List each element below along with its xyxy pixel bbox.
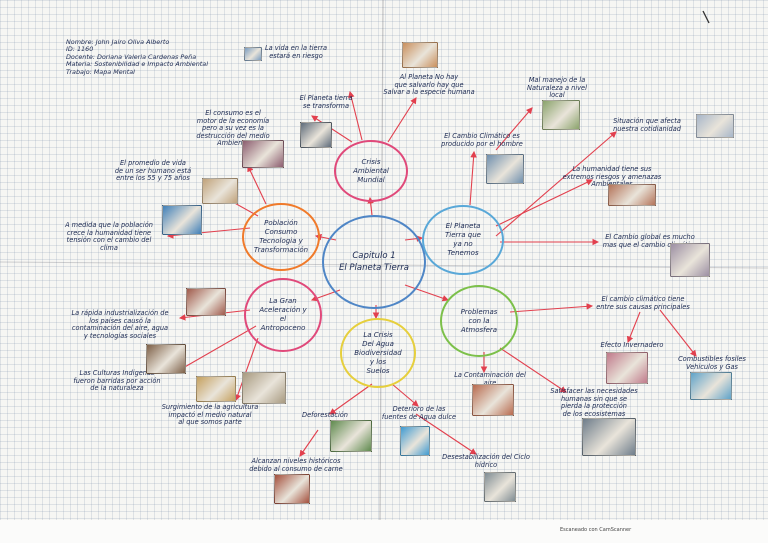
- photo-fire: [472, 384, 514, 416]
- student-name: Nombre: John Jairo Oliva Alberto: [66, 38, 170, 46]
- photo-water-cycle: [484, 472, 516, 502]
- scanner-footer: Escaneado con CamScanner: [560, 527, 632, 533]
- subject-name: Materia: Sostenibilidad e Impacto Ambien…: [66, 60, 208, 69]
- node-gran-aceleracion: La Gran Aceleración y el Antropoceno: [244, 278, 322, 352]
- node-poblacion-consumo: Población Consumo Tecnologia y Transform…: [242, 203, 320, 271]
- student-id: ID: 1160: [66, 45, 94, 54]
- note-deforestacion: Deforestación: [302, 411, 348, 419]
- connector-arrow: [175, 325, 257, 373]
- photo-hands-world: [162, 205, 202, 235]
- connector-arrow: [348, 90, 363, 141]
- photo-water-glass: [400, 426, 430, 456]
- connector-arrow: [391, 383, 419, 407]
- connector-arrow: [247, 165, 267, 205]
- photo-factories: [146, 344, 186, 374]
- connector-arrow: [329, 383, 373, 415]
- connector-arrow: [311, 115, 353, 143]
- center-subtitle: El Planeta Tierra: [339, 263, 409, 273]
- node-crisis-agua: La Crisis Del Agua Biodiversidad y los S…: [340, 318, 416, 388]
- photo-earth-space: [300, 122, 332, 148]
- teacher-name: Docente: Doriana Valeria Cardenas Peña: [66, 52, 197, 61]
- photo-meat: [274, 474, 310, 504]
- node-planeta-tierra: El Planeta Tierra que ya no Tenemos: [422, 205, 504, 275]
- photo-vehicles-gas: [690, 372, 732, 400]
- photo-crowd: [402, 42, 438, 68]
- connector-arrow: [509, 303, 594, 313]
- assignment-name: Trabajo: Mapa Mental: [66, 67, 135, 76]
- center-title: Capitulo 1: [352, 251, 396, 261]
- photo-rain-clouds: [486, 154, 524, 184]
- connector-arrow: [299, 429, 319, 457]
- student-header: Nombre: John Jairo Oliva Alberto ID: 116…: [66, 38, 256, 76]
- note-efecto-invernadero: Efecto Invernadero: [600, 341, 664, 349]
- node-problemas-atmosfera: Problemas con la Atmosfera: [440, 285, 518, 357]
- photo-family: [202, 178, 238, 204]
- photo-dry-land: [670, 243, 710, 277]
- photo-industry: [186, 288, 226, 316]
- connector-arrow: [495, 131, 617, 237]
- photo-fields: [242, 372, 286, 404]
- node-crisis-ambiental: Crisis Ambiental Mundial: [334, 140, 408, 202]
- connector-arrow: [415, 413, 477, 455]
- connector-arrow: [387, 97, 417, 143]
- photo-indigenous: [196, 376, 236, 402]
- connector-arrow: [495, 179, 593, 227]
- photo-people-hands: [696, 114, 734, 138]
- photo-seal-ice: [542, 100, 580, 130]
- connector-arrow: [234, 337, 259, 402]
- connector-arrow: [499, 347, 567, 393]
- photo-consumers: [242, 140, 284, 168]
- pen-mark-icon: [702, 10, 710, 24]
- photo-cut-trees: [330, 420, 372, 452]
- photo-globe-hands: [244, 47, 262, 61]
- connector-arrow: [469, 150, 477, 206]
- photo-greenhouse-effect: [606, 352, 648, 384]
- photo-flooded-city: [608, 184, 656, 206]
- connector-arrow: [659, 309, 697, 357]
- center-node: Capitulo 1 El Planeta Tierra: [322, 215, 426, 309]
- connector-arrow: [495, 107, 533, 151]
- connector-arrow: [626, 311, 641, 344]
- photo-mind-map-drawing: [582, 418, 636, 456]
